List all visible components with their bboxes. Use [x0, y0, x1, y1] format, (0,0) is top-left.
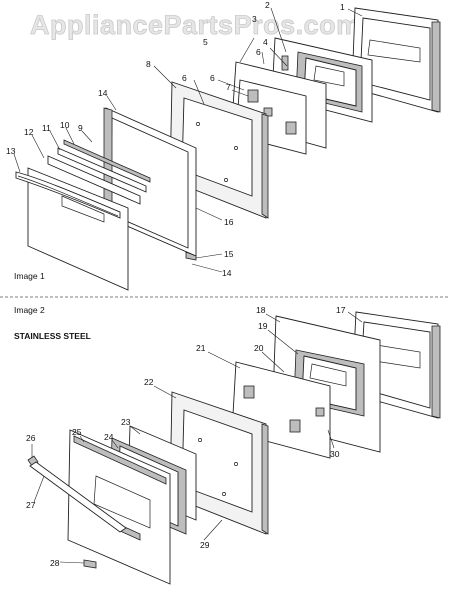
callout-7: 7: [226, 82, 231, 92]
image1-leader-lines: [13, 7, 363, 273]
part-13-outer-door: [27, 167, 129, 291]
callout-14a: 14: [98, 88, 108, 98]
callout-21: 21: [196, 343, 206, 353]
parts-9-11-trim: [47, 139, 151, 205]
callout-17: 17: [336, 305, 346, 315]
callout-18: 18: [256, 305, 266, 315]
callout-27: 27: [26, 500, 36, 510]
callout-23: 23: [121, 417, 131, 427]
callout-22: 22: [144, 377, 154, 387]
watermark-text: AppliancePartsPros.com: [30, 10, 361, 40]
part-25-outer-door: [67, 429, 171, 585]
callout-19: 19: [258, 321, 268, 331]
image2-subtitle: STAINLESS STEEL: [14, 331, 91, 341]
image2-caption: Image 2: [14, 305, 45, 315]
callout-30: 30: [330, 449, 340, 459]
callout-24: 24: [104, 432, 114, 442]
callout-16: 16: [224, 217, 234, 227]
callout-6b: 6: [182, 73, 187, 83]
part-27-handle-bar: [29, 461, 127, 533]
callout-13: 13: [6, 146, 16, 156]
callout-9: 9: [78, 123, 83, 133]
callout-26: 26: [26, 433, 36, 443]
callout-15: 15: [224, 249, 234, 259]
image1-section: 1 2 3 4 5 6 6 6 7 8 9 10 11 12 13 14 14 …: [6, 0, 441, 291]
callout-11: 11: [42, 123, 51, 133]
callout-4: 4: [263, 37, 268, 47]
image2-section: Image 2 STAINLESS STEEL: [14, 305, 441, 585]
callout-14b: 14: [222, 268, 232, 278]
part-12-handle: [15, 171, 121, 219]
callout-29: 29: [200, 540, 210, 550]
image1-caption: Image 1: [14, 271, 45, 281]
callout-20: 20: [254, 343, 264, 353]
part-28-badge: [83, 559, 97, 569]
callout-12: 12: [24, 127, 34, 137]
callout-28: 28: [50, 558, 60, 568]
callout-6a: 6: [256, 47, 261, 57]
callout-3: 3: [252, 14, 257, 24]
callout-1: 1: [340, 2, 345, 12]
image2-leader-lines: [31, 311, 363, 564]
callout-6c: 6: [210, 73, 215, 83]
image1-callouts: 1 2 3 4 5 6 6 6 7 8 9 10 11 12 13 14 14 …: [6, 0, 345, 278]
callout-8: 8: [146, 59, 151, 69]
callout-5: 5: [203, 37, 208, 47]
callout-2: 2: [265, 0, 270, 10]
callout-25: 25: [72, 427, 82, 437]
callout-10: 10: [60, 120, 70, 130]
image2-callouts: 17 18 19 20 21 22 23 24 25 26 27 28 29 3…: [26, 305, 346, 568]
